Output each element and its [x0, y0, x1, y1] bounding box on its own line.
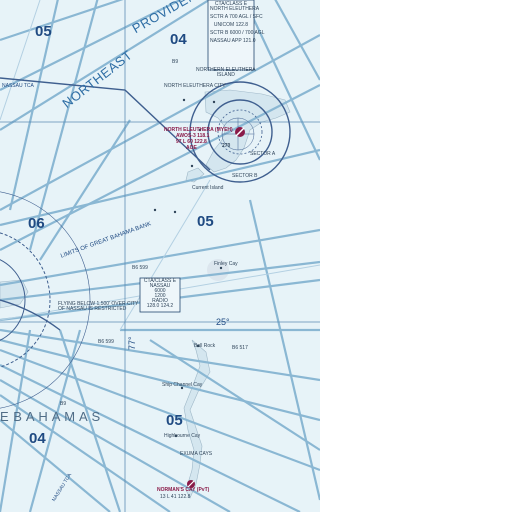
eleuthera-airport-info-2: 97 L 60 122.8	[176, 139, 207, 145]
nassau-tca-boundary	[0, 77, 211, 331]
airway-label-4: B9	[60, 401, 67, 407]
mef-top-center: 04	[170, 31, 187, 48]
highbourne-cay-label: Highbourne Cay	[164, 433, 201, 439]
class-e-mid-line-3: 1200	[154, 293, 166, 299]
eleuthera-airport-symbol	[235, 127, 245, 137]
chart-graphics	[0, 0, 320, 512]
northern-eleuthera-label: NORTHERN ELEUTHERA ISLAND	[196, 68, 256, 78]
island-name-line-1: NORTHERN ELEUTHERA	[196, 67, 256, 73]
airway-label-1: B9	[172, 59, 179, 65]
class-e-box-top-frame	[207, 0, 255, 71]
norman-cay-info: 13 L 41 122.8	[160, 494, 191, 500]
class-e-mid-title: CTA/CLASS E	[143, 278, 177, 284]
finley-cay-label: Finley Cay	[214, 261, 238, 267]
vor-frequency: 270	[222, 143, 231, 149]
class-e-box-top: CTA/CLASS E NORTH ELEUTHERA SCTR A 700 A…	[210, 1, 265, 44]
ship-channel-cay-label: Ship Channel Cay	[162, 382, 203, 388]
mef-center: 05	[197, 213, 214, 230]
nassau-rings	[0, 191, 91, 409]
exuma-cays-label: EXUMA CAYS	[180, 451, 213, 457]
class-e-mid-line-5: 128.0 124.2	[146, 303, 174, 309]
current-island-label: Current Island	[192, 185, 224, 191]
norman-cay-airport-symbol	[187, 480, 195, 488]
restriction-line-2: OF NASSAU IS RESTRICTED	[58, 306, 127, 312]
mef-left-mid: 06	[28, 215, 45, 232]
class-e-top-line-1: SCTR A 700 AGL / SFC	[210, 14, 263, 20]
class-e-top-line-3: SCTR B 6000 / 700 AGL	[210, 30, 265, 36]
sector-b-label: SECTOR B	[232, 173, 258, 179]
north-eleuthera-city-label: NORTH ELEUTHERA CITY	[164, 83, 226, 89]
class-e-box-mid: CTA/CLASS E NASSAU 6000 1200 RADIO 128.0…	[140, 279, 180, 309]
class-e-mid-line-1: NASSAU	[149, 283, 171, 289]
airways	[0, 0, 320, 512]
eleuthera-sectors	[189, 81, 291, 183]
bahamas-label: E B A H A M A S	[0, 409, 101, 424]
graticule	[0, 0, 320, 512]
class-e-top-title: CTA/CLASS E	[214, 1, 248, 7]
mef-bottom-left: 04	[29, 430, 46, 447]
island-name-line-2: ISLAND	[216, 72, 235, 78]
class-e-box-mid-frame	[139, 277, 181, 313]
latitude-label: 25°	[216, 317, 230, 327]
restriction-note: FLYING BELOW 1,500' OVER CITY OF NASSAU …	[58, 302, 138, 312]
norman-cay-label: NORMAN'S CAY (PvT)	[157, 487, 210, 493]
airway-label-5: B6 517	[232, 345, 248, 351]
mef-top-left: 05	[35, 23, 52, 40]
airway-label-2: B6 599	[132, 265, 148, 271]
class-e-top-line-2: UNICOM 122.8	[213, 22, 249, 28]
mef-bottom-center: 05	[166, 412, 183, 429]
nassau-tca-label: NASSAU TCA	[2, 83, 34, 89]
ball-rock-label: Ball Rock	[194, 343, 216, 349]
eleuthera-airport-info-1: AWOS-3 118.1	[176, 133, 210, 139]
class-e-mid-line-4: RADIO	[152, 298, 168, 304]
ground-points	[153, 98, 223, 438]
eleuthera-airport-info-3: AOE	[186, 145, 197, 151]
class-e-top-subtitle: NORTH ELEUTHERA	[210, 6, 260, 12]
class-e-top-line-4: NASSAU APP 121.0	[210, 38, 256, 44]
class-e-mid-line-2: 6000	[154, 288, 166, 294]
sector-a-label: SECTOR A	[250, 151, 276, 157]
aeronautical-chart[interactable]: 05 04 06 05 05 04 PROVIDENCE NORTHEAST E…	[0, 0, 320, 512]
longitude-label: 77°	[127, 336, 137, 350]
eleuthera-airport-name: NORTH ELEUTHERA (MYEH)	[164, 127, 233, 133]
restriction-line-1: FLYING BELOW 1,500' OVER CITY	[58, 301, 139, 307]
airway-label-3: B6 599	[98, 339, 114, 345]
